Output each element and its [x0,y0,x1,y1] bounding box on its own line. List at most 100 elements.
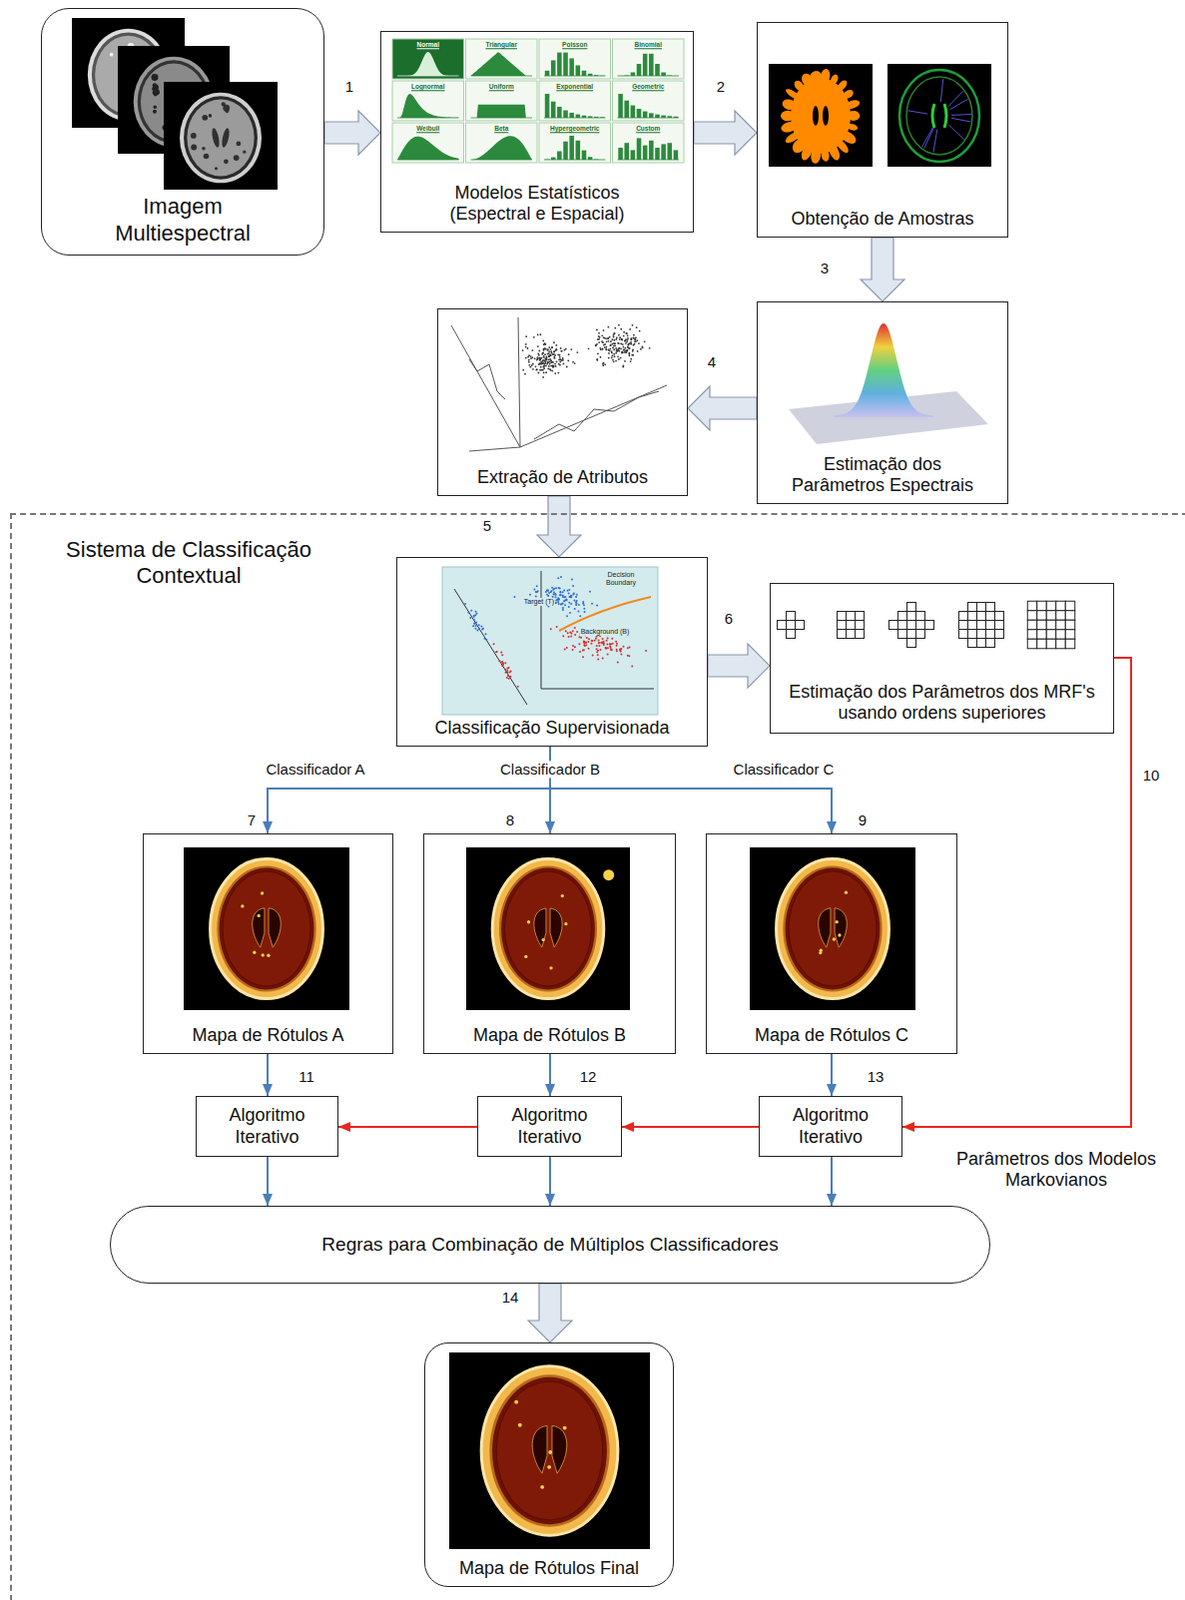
sample-dot [536,368,539,371]
sample-dot [594,344,597,347]
baseline [544,159,606,161]
sample-dot [513,595,516,598]
sample-dot [595,644,598,647]
neighbourhood-cell [916,611,926,621]
baseline [617,75,680,77]
branch-label: Classificador C [731,760,837,778]
sample-dot [624,351,627,354]
sample-dot [597,335,600,338]
neighbourhood-cell [995,629,1005,639]
sample-dot [615,336,618,339]
sample-dot [544,363,547,366]
sample-dot [498,659,501,662]
sample-dot [528,364,531,367]
sample-dot [600,340,603,343]
sample-dot [573,599,576,602]
sample-dot [620,338,623,341]
baseline [471,75,534,77]
sample-dot [617,334,620,337]
sample-dot [610,350,613,353]
baseline [617,117,680,119]
sample-dot [615,642,618,645]
sample-dot [570,602,573,605]
node-label: Imagem Multiespectral [92,193,273,247]
sample-dot [572,629,575,632]
sample-dot [537,357,540,360]
baseline [397,159,460,161]
gyrus [201,114,208,121]
sample-dot [600,641,603,644]
sample-dot [588,647,591,650]
ventricles [534,908,563,948]
gyrus [151,73,159,81]
sample-dot [594,637,597,640]
mri-slice [163,81,278,190]
gyrus [223,159,229,165]
sample-dot [550,361,553,364]
neighbourhood-cell [1056,638,1067,649]
block-arrow [324,110,381,155]
sample-dot [560,576,563,579]
sample-dot [609,648,612,651]
sample-dot [609,340,612,343]
sample-dot [622,335,625,338]
sample-dot [475,610,478,613]
callout-number: 12 [578,1068,599,1086]
sample-dot [568,605,571,608]
sample-dot [595,358,598,361]
neighbourhood-cell [837,629,847,639]
neighbourhood-cell [1065,629,1076,640]
neighbourhood-cell [977,611,987,621]
image-background [449,1352,650,1550]
sample-dot [614,352,617,355]
sample-dot [612,339,615,342]
sample-dot [547,349,550,352]
input-box: Imagem Multiespectral [40,7,325,256]
neighbourhood-cell [995,611,1005,621]
sample-dot [507,674,510,677]
distribution-bar [642,111,648,118]
sample-dot [630,337,633,340]
distribution-tile [539,38,611,79]
sample-dot [600,334,603,337]
flow-arrow [830,1054,833,1097]
ventricle [210,127,221,149]
neighbourhood-cell [1037,629,1048,640]
distribution-curve [397,51,460,76]
node-label: Algoritmo Iterativo [485,1105,615,1149]
sample-dot [583,640,586,643]
axis-line [469,447,521,452]
sample-dot [566,598,569,601]
sample-dot [530,366,533,369]
sample-dot [557,600,560,603]
sample-dot [566,614,569,617]
distribution-bar [557,52,563,76]
sample-dot [543,349,546,352]
sample-dot [622,645,625,648]
sample-dot [470,609,473,612]
sample-dot [614,360,617,363]
sample-dot [631,349,634,352]
block-arrow [537,496,582,558]
sample-dot [639,348,642,351]
sample-dot [610,648,613,651]
neighbourhood-cell [889,620,899,630]
sample-dot [631,336,634,339]
sample-dot [568,601,571,604]
sample-dot [629,338,632,341]
sample-dot [586,636,589,639]
sample-dot [567,359,570,362]
distribution-bar [582,70,588,76]
node-label: Classificação Supervisionada [434,717,669,740]
sample-dot [464,602,467,605]
csf-line [933,129,938,153]
sample-dot [572,593,575,596]
callout-number: 3 [818,259,831,277]
sample-dot [537,352,540,355]
sample-dot [606,652,609,655]
callout-number: 5 [481,517,494,535]
node-label: Mapa de Rótulos C [754,1025,909,1048]
sample-dot [618,338,621,341]
bell [833,323,934,418]
sample-dot [628,328,631,331]
